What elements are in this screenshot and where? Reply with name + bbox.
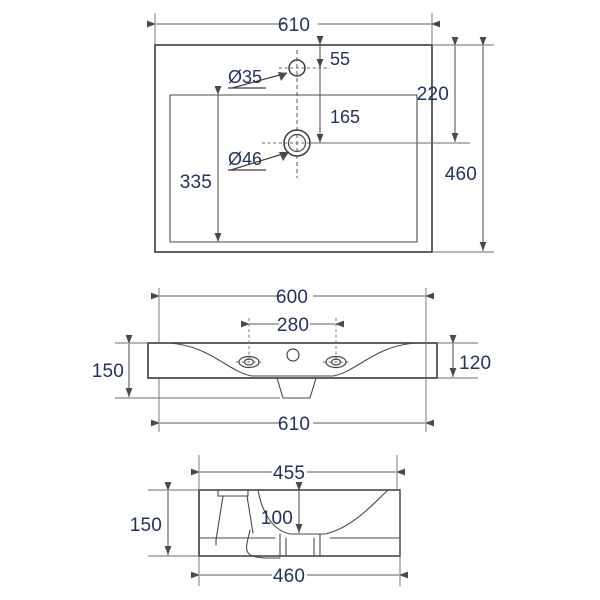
tap-hole-leader-line [231,72,288,89]
front-view-overflow-hole [286,348,300,362]
dim-100-label: 100 [261,508,293,529]
dim-220-label: 220 [417,84,449,105]
waste-hole-leader-line [230,151,290,171]
waste-hole-dia-label: Ø46 [228,149,262,169]
waste-hole-inner-circle [287,133,307,153]
front-view-bowl-curve [167,342,418,377]
top-view-group: 610 55 165 335 Ø35 Ø46 [147,13,494,253]
dim-460-label: 460 [445,164,477,185]
dim-610-top-label: 610 [278,15,310,36]
dim-side-150-label: 150 [130,515,162,536]
side-view-waste-outlet-inner [285,537,315,557]
front-view-group: 600 280 150 120 610 [92,287,491,435]
dim-front-150-label: 150 [92,361,124,382]
dim-600-label: 600 [276,287,308,308]
side-view-group: 455 100 150 460 [130,455,408,587]
dim-335-label: 335 [180,172,212,193]
tap-hole-dia-label: Ø35 [228,67,262,87]
dim-55-label: 55 [330,49,350,69]
top-view-bowl-outline [169,94,418,243]
front-view-waste-spigot [276,377,317,399]
dim-460-side-label: 460 [273,566,305,587]
front-right-tap-hole [325,355,347,369]
dim-front-120-label: 120 [459,353,491,374]
tap-hole-leader-arrow [278,72,287,81]
side-view-rear-lip [217,489,249,497]
dim-455-label: 455 [273,463,305,484]
dim-165-label: 165 [330,107,360,127]
dim-280-label: 280 [277,315,309,336]
tap-hole-circle [288,59,306,77]
top-view-outer-outline [154,44,433,253]
side-view-splashback-inner [215,495,224,546]
side-view-under-curve [246,529,281,559]
side-view-bowl-profile [257,489,389,535]
waste-hole-leader-arrow [279,152,289,161]
side-view-waste-outlet [279,533,321,557]
front-left-tap-hole [238,355,260,369]
dim-front-610-label: 610 [278,414,310,435]
side-view-splashback-front [246,495,254,534]
front-view-body-outline [147,342,438,379]
